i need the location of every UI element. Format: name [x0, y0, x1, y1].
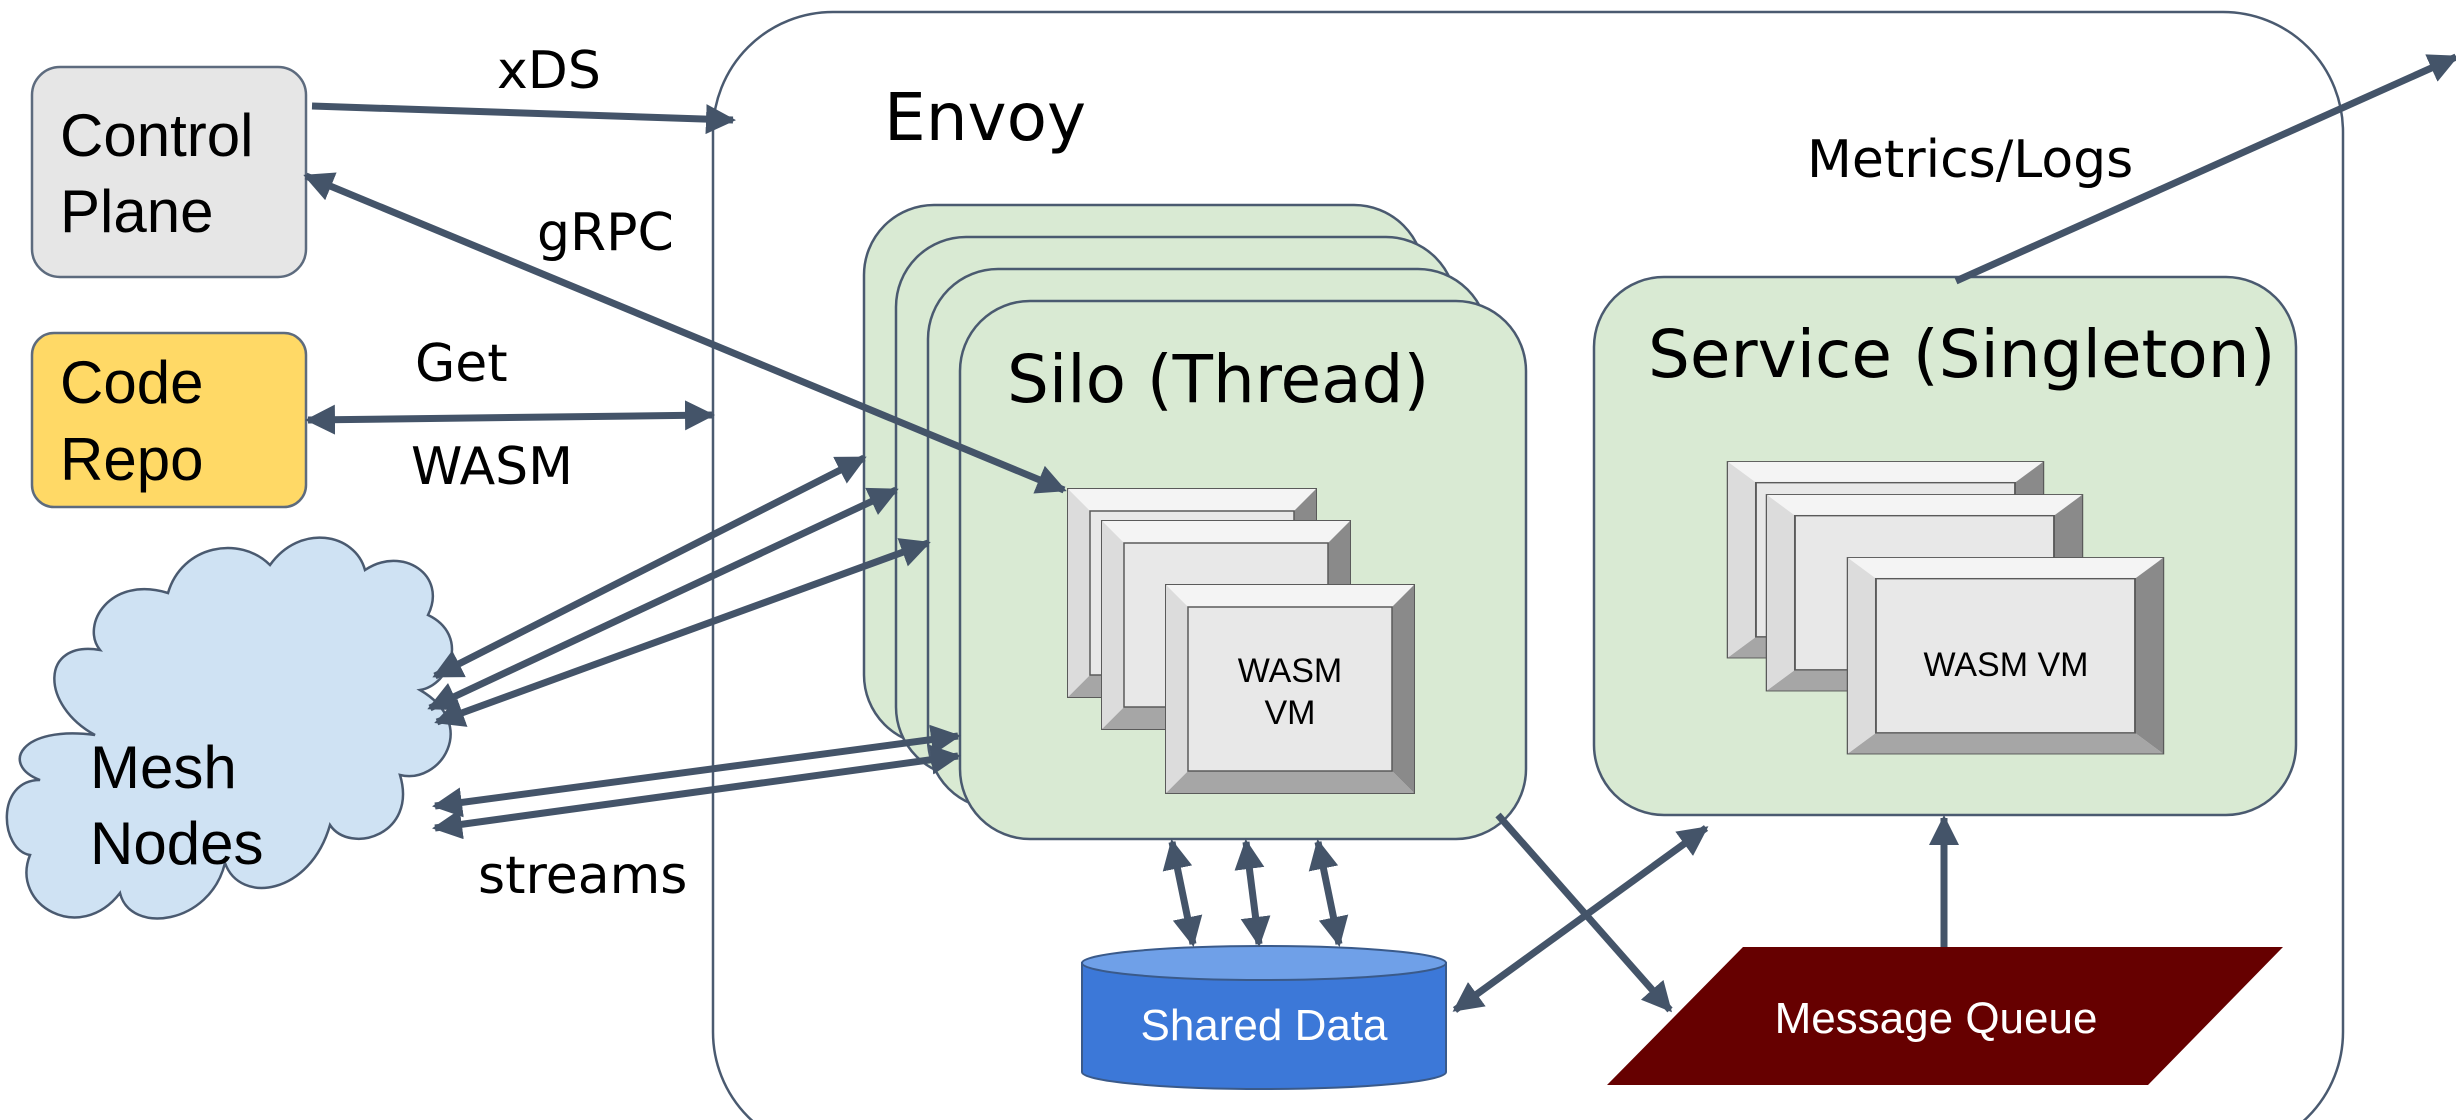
mesh-nodes-label-line2: Nodes — [90, 810, 263, 877]
arrow-silo-shared-1 — [1162, 839, 1203, 947]
arrow-mesh-silo-3 — [434, 538, 931, 727]
silo-label: Silo (Thread) — [1007, 341, 1429, 418]
message-queue: Message Queue — [1607, 947, 2283, 1085]
arrow-metrics-logs — [1954, 53, 2456, 285]
shared-data-label: Shared Data — [1140, 1001, 1388, 1050]
control-plane-label-line2: Plane — [60, 178, 213, 245]
silo-vm-label-line2: VM — [1265, 694, 1316, 732]
xds-label: xDS — [497, 41, 601, 101]
control-plane-label-line1: Control — [60, 102, 253, 169]
arrow-get-wasm — [305, 400, 715, 435]
streams-label: streams — [478, 846, 687, 906]
silo-stack: Silo (Thread) WASM VM — [862, 203, 1528, 841]
get-label: Get — [415, 334, 508, 394]
arrow-xds — [311, 102, 736, 135]
service-singleton: Service (Singleton) WASM VM — [1592, 275, 2298, 817]
arrow-streams-2 — [432, 744, 961, 840]
wasm-label: WASM — [411, 437, 573, 497]
grpc-label: gRPC — [537, 203, 674, 263]
message-queue-label: Message Queue — [1775, 994, 2098, 1043]
service-label: Service (Singleton) — [1648, 316, 2275, 393]
shared-data-store: Shared Data — [1081, 945, 1447, 1090]
arrow-silo-shared-3 — [1308, 839, 1349, 947]
arrow-shared-service — [1452, 825, 1709, 1013]
service-vm-label: WASM VM — [1924, 646, 2089, 684]
arrow-silo-shared-2 — [1234, 839, 1271, 947]
metrics-logs-label: Metrics/Logs — [1807, 130, 2133, 190]
mesh-nodes-label-line1: Mesh — [90, 734, 237, 801]
mesh-nodes-cloud: Mesh Nodes — [5, 536, 454, 920]
code-repo-node: Code Repo — [30, 331, 308, 509]
silo-vm-label-line1: WASM — [1238, 652, 1343, 690]
code-repo-label-line2: Repo — [60, 426, 203, 493]
control-plane-node: Control Plane — [30, 65, 308, 279]
code-repo-label-line1: Code — [60, 349, 203, 416]
envoy-label: Envoy — [884, 79, 1086, 156]
arrow-grpc — [303, 172, 1067, 494]
